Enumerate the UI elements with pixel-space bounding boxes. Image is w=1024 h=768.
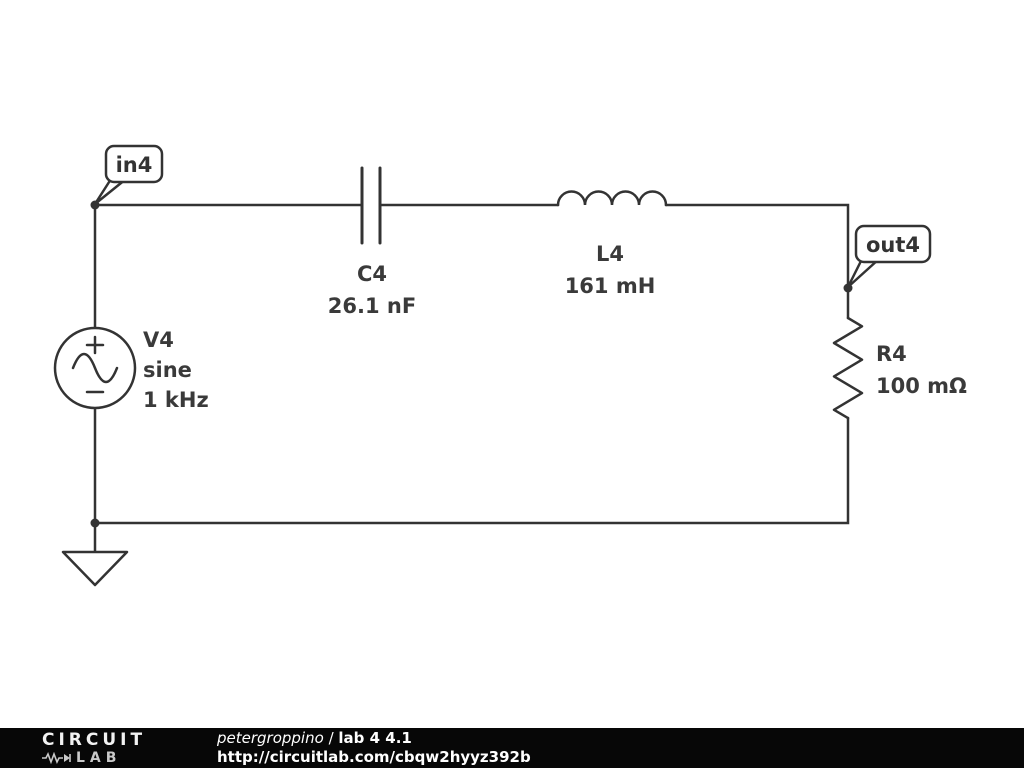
capacitor-c4[interactable] [360, 166, 382, 245]
resistor-name-label[interactable]: R4 [876, 342, 907, 366]
capacitor-value-label[interactable]: 26.1 nF [328, 294, 416, 318]
schematic-canvas: V4 sine 1 kHz C4 26.1 nF L4 161 mH R4 10… [53, 144, 967, 587]
footer-text-block: petergroppino / lab 4 4.1 http://circuit… [217, 729, 531, 767]
resistor-zigzag [832, 316, 864, 420]
inductor-coils [556, 190, 668, 207]
footer-separator: / [323, 729, 339, 748]
resistor-value-label[interactable]: 100 mΩ [876, 374, 967, 398]
inductor-value-label[interactable]: 161 mH [565, 274, 656, 298]
footer-author: petergroppino [217, 729, 324, 748]
callout-in4-label: in4 [116, 153, 153, 177]
capacitor-name-label[interactable]: C4 [357, 262, 387, 286]
resistor-zigzag-icon [42, 751, 71, 764]
callout-in4-bubble[interactable] [104, 144, 164, 184]
source-sine-icon [71, 352, 119, 384]
node-dot-ground [90, 518, 100, 528]
ground-symbol[interactable] [61, 521, 129, 587]
source-frequency-label[interactable]: 1 kHz [143, 388, 209, 412]
resistor-r4[interactable] [832, 316, 864, 420]
voltage-source-v4[interactable] [53, 326, 137, 410]
source-waveform-label[interactable]: sine [143, 358, 192, 382]
logo-circuit-text: CIRCUIT [42, 729, 147, 750]
ground-triangle [61, 550, 129, 587]
footer-url[interactable]: http://circuitlab.com/cbqw2hyyz392b [217, 748, 531, 766]
source-plus-icon [85, 335, 105, 355]
callout-out4-bubble[interactable] [854, 224, 932, 264]
circuitlab-logo[interactable]: CIRCUIT LAB [0, 729, 217, 766]
wires [93, 203, 850, 525]
node-callout-in4[interactable]: in4 [93, 144, 164, 206]
footer-bar: CIRCUIT LAB petergroppino / lab 4 4.1 ht… [0, 728, 1024, 768]
node-dots [90, 200, 853, 528]
inductor-name-label[interactable]: L4 [596, 242, 624, 266]
wire-bottom [93, 416, 850, 525]
node-callout-out4[interactable]: out4 [846, 224, 932, 289]
footer-circuit-title: lab 4 4.1 [338, 729, 412, 748]
callout-out4-label: out4 [866, 233, 920, 257]
footer-author-title: petergroppino / lab 4 4.1 [217, 729, 531, 748]
wire-top-right [664, 203, 850, 320]
logo-lab-text: LAB [76, 749, 122, 766]
inductor-l4[interactable] [556, 190, 668, 207]
source-name-label[interactable]: V4 [143, 328, 174, 352]
